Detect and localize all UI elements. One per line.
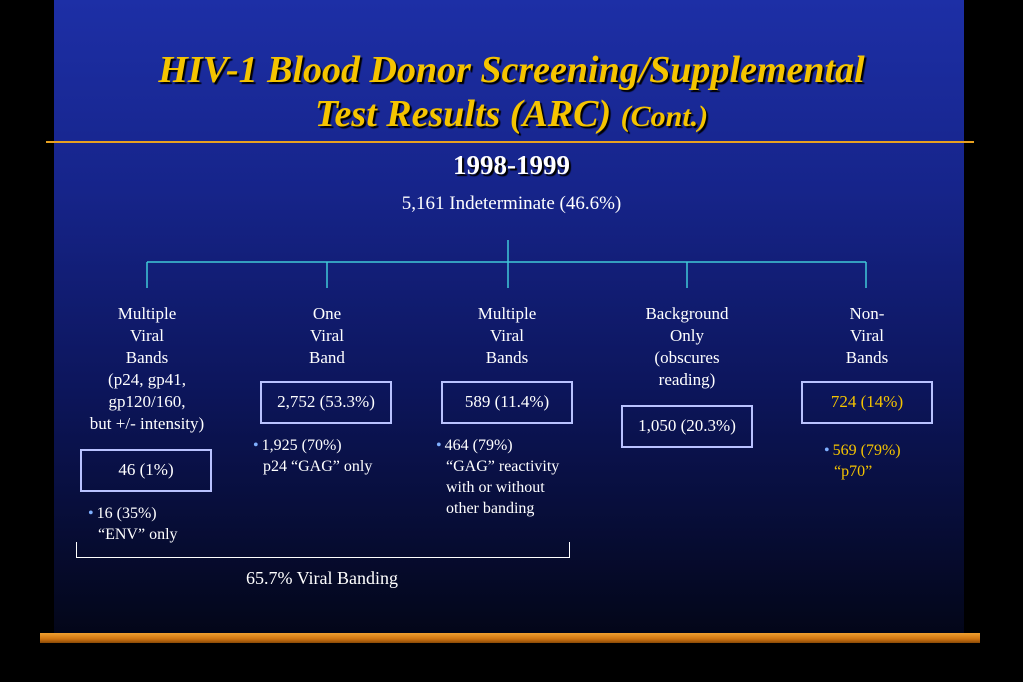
branch-1-label-line: gp120/160, bbox=[108, 392, 186, 411]
branch-5-label-line: Bands bbox=[845, 348, 889, 367]
slide-background bbox=[54, 0, 964, 636]
viral-banding-label: 65.7% Viral Banding bbox=[245, 568, 399, 588]
title-line-2-main: Test Results (ARC) bbox=[314, 93, 612, 135]
branch-5-note-line: 569 (79%) bbox=[832, 442, 901, 459]
branch-3-label: Multiple Viral Bands bbox=[437, 303, 577, 369]
branch-3-note-line: other banding bbox=[446, 500, 535, 517]
bullet-icon: • bbox=[88, 505, 94, 522]
branch-1-label-line: but +/- intensity) bbox=[89, 414, 205, 433]
title-divider bbox=[46, 141, 974, 143]
branch-3-label-line: Viral bbox=[490, 326, 524, 345]
root-node: 5,161 Indeterminate (46.6%) bbox=[401, 193, 622, 214]
title-cont: (Cont.) bbox=[620, 100, 709, 133]
title-line-1: HIV-1 Blood Donor Screening/Supplemental bbox=[158, 49, 865, 91]
viral-banding-bracket bbox=[76, 542, 570, 558]
branch-5-count-box: 724 (14%) bbox=[801, 381, 933, 424]
branch-2-label-line: One bbox=[312, 304, 342, 323]
branch-1-label-line: Multiple bbox=[117, 304, 177, 323]
branch-3-count-box: 589 (11.4%) bbox=[441, 381, 573, 424]
branch-1-note: •16 (35%) “ENV” only bbox=[88, 503, 178, 545]
branch-1-label-line: Bands bbox=[125, 348, 169, 367]
branch-4-label: Background Only (obscures reading) bbox=[612, 303, 762, 391]
branch-3-label-line: Bands bbox=[485, 348, 529, 367]
branch-2-label-line: Viral bbox=[310, 326, 344, 345]
branch-1-label: Multiple Viral Bands (p24, gp41, gp120/1… bbox=[62, 303, 232, 435]
branch-4-label-line: reading) bbox=[658, 370, 716, 389]
branch-1-label-line: (p24, gp41, bbox=[108, 370, 186, 389]
subtitle-years: 1998-1999 bbox=[453, 150, 570, 180]
branch-4-label-line: (obscures bbox=[654, 348, 720, 367]
branch-2-label: One Viral Band bbox=[257, 303, 397, 369]
branch-1-label-line: Viral bbox=[130, 326, 164, 345]
branch-2-label-line: Band bbox=[309, 348, 345, 367]
branch-4-label-line: Only bbox=[670, 326, 704, 345]
branch-1-note-line: 16 (35%) bbox=[96, 505, 157, 522]
branch-2-note-line: p24 “GAG” only bbox=[263, 458, 373, 475]
branch-3-label-line: Multiple bbox=[477, 304, 537, 323]
branch-1-note-line: “ENV” only bbox=[98, 526, 178, 543]
branch-2-count-box: 2,752 (53.3%) bbox=[260, 381, 392, 424]
branch-2-note-line: 1,925 (70%) bbox=[261, 437, 342, 454]
bullet-icon: • bbox=[824, 442, 830, 459]
bullet-icon: • bbox=[253, 437, 259, 454]
branch-5-note-line: “p70” bbox=[834, 463, 873, 480]
branch-5-label-line: Non- bbox=[849, 304, 885, 323]
branch-5-note: •569 (79%) “p70” bbox=[824, 440, 901, 482]
branch-3-note: •464 (79%) “GAG” reactivity with or with… bbox=[436, 435, 559, 519]
title-line-2: Test Results (ARC) (Cont.) bbox=[0, 92, 1023, 139]
footer-accent-bar bbox=[40, 633, 980, 643]
branch-1-count-box: 46 (1%) bbox=[80, 449, 212, 492]
branch-2-note: •1,925 (70%) p24 “GAG” only bbox=[253, 435, 372, 477]
branch-4-label-line: Background bbox=[645, 304, 729, 323]
branch-3-note-line: 464 (79%) bbox=[444, 437, 513, 454]
bullet-icon: • bbox=[436, 437, 442, 454]
branch-3-note-line: “GAG” reactivity bbox=[446, 458, 560, 475]
branch-5-label-line: Viral bbox=[850, 326, 884, 345]
branch-4-count-box: 1,050 (20.3%) bbox=[621, 405, 753, 448]
branch-5-label: Non- Viral Bands bbox=[797, 303, 937, 369]
branch-3-note-line: with or without bbox=[446, 479, 545, 496]
